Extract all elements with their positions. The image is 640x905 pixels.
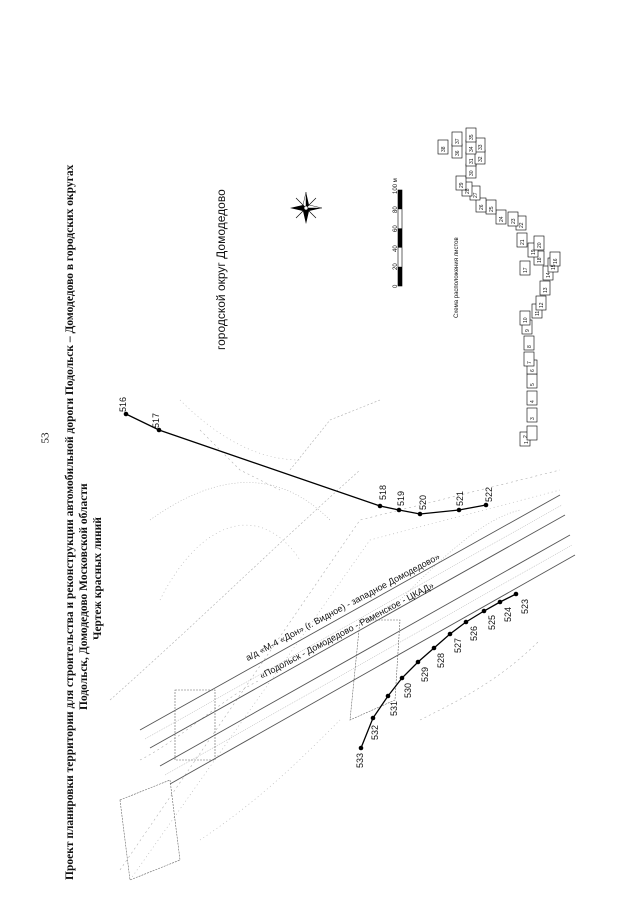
scale-tick-40: 40 (393, 245, 399, 252)
scale-tick-20: 20 (393, 263, 399, 270)
label-522: 522 (484, 487, 494, 502)
label-528: 528 (436, 653, 446, 668)
sheet-number-38: 38 (441, 146, 447, 152)
sheet-number-9: 9 (525, 329, 531, 332)
sheet-number-30: 30 (469, 170, 475, 176)
sheet-number-3: 3 (530, 417, 536, 420)
sheet-number-10: 10 (523, 317, 529, 323)
point-531 (385, 693, 391, 699)
sheet-number-37: 37 (455, 138, 461, 144)
label-525: 525 (487, 615, 497, 630)
sheet-number-6: 6 (530, 369, 536, 372)
sheet-number-19: 19 (531, 249, 537, 255)
sheet-number-18: 18 (537, 257, 543, 263)
sheet-number-5: 5 (530, 383, 536, 386)
sheet-number-34: 34 (469, 146, 475, 152)
label-516: 516 (118, 397, 128, 412)
point-520 (417, 511, 423, 517)
sheet-number-16: 16 (553, 258, 559, 264)
scale-tick-100: 100 м (393, 178, 399, 194)
sheet-number-17: 17 (523, 267, 529, 273)
label-532: 532 (370, 725, 380, 740)
sheet-number-22: 22 (519, 222, 525, 228)
label-524: 524 (503, 607, 513, 622)
basemap (109, 399, 561, 881)
sheet-number-32: 32 (478, 156, 484, 162)
sheet-number-13: 13 (543, 287, 549, 293)
scale-tick-80: 80 (393, 206, 399, 213)
sheet-number-27: 27 (473, 192, 479, 198)
scale-tick-60: 60 (393, 225, 399, 232)
sheet-number-4: 4 (530, 400, 536, 403)
sheet-number-31: 31 (469, 158, 475, 164)
red-line-upper (125, 413, 487, 515)
scale-tick-0: 0 (393, 284, 399, 288)
sheet-number-8: 8 (527, 345, 533, 348)
label-523: 523 (520, 599, 530, 614)
sheet-number-26: 26 (479, 204, 485, 210)
points-upper (123, 411, 489, 517)
sheet-number-14: 14 (546, 272, 552, 278)
point-labels: 516 517 518 519 520 521 522 523 524 525 … (118, 397, 530, 768)
sheet-number-11: 11 (535, 311, 541, 316)
point-526 (463, 619, 469, 625)
point-527 (447, 631, 453, 637)
sheet-number-7: 7 (527, 361, 533, 364)
point-517 (156, 427, 162, 433)
point-521 (456, 507, 462, 513)
point-533 (358, 745, 364, 751)
label-521: 521 (455, 491, 465, 506)
point-528 (431, 645, 437, 651)
district-label: городской округ Домодедово (214, 189, 228, 350)
point-518 (377, 503, 383, 509)
sheet-number-25: 25 (489, 206, 495, 212)
sheet-number-33: 33 (478, 144, 484, 150)
road-corridor (139, 494, 576, 785)
sheet-scheme (437, 127, 561, 447)
compass-rose-icon (290, 191, 323, 224)
point-523 (513, 591, 519, 597)
point-529 (415, 659, 421, 665)
sheet-number-12: 12 (539, 302, 545, 308)
sheet-number-29: 29 (459, 182, 465, 188)
sheet-number-20: 20 (537, 242, 543, 248)
built-area (119, 619, 401, 881)
scale-ticks: 0 20 40 60 80 100 м (393, 178, 399, 288)
label-530: 530 (403, 683, 413, 698)
sheet-number-35: 35 (469, 134, 475, 140)
sheet-number-24: 24 (499, 216, 505, 222)
label-526: 526 (469, 626, 479, 641)
point-532 (370, 715, 376, 721)
point-525 (481, 608, 487, 614)
label-519: 519 (396, 491, 406, 506)
point-524 (497, 599, 503, 605)
point-516 (123, 411, 129, 417)
point-522 (483, 502, 489, 508)
sheet-number-21: 21 (520, 239, 526, 245)
label-518: 518 (378, 485, 388, 500)
label-520: 520 (418, 495, 428, 510)
sheet-numbers: 1 2 3 4 5 6 7 8 9 10 11 12 13 14 15 16 1… (441, 134, 559, 444)
sheet-scheme-caption: Схема расположения листов (454, 237, 460, 318)
sheet-number-28: 28 (465, 188, 471, 194)
point-519 (396, 507, 402, 513)
sheet-number-2: 2 (523, 435, 529, 438)
sheet-number-23: 23 (511, 218, 517, 224)
label-529: 529 (420, 667, 430, 682)
sheet-number-15: 15 (551, 264, 557, 270)
points-lower (358, 591, 519, 751)
label-533: 533 (355, 753, 365, 768)
sheet-number-36: 36 (455, 150, 461, 156)
label-527: 527 (453, 638, 463, 653)
label-517: 517 (151, 413, 161, 428)
label-531: 531 (389, 701, 399, 716)
scale-bar (397, 189, 403, 287)
road-shading (144, 504, 573, 776)
sheet-number-1: 1 (524, 441, 530, 444)
point-530 (399, 675, 405, 681)
